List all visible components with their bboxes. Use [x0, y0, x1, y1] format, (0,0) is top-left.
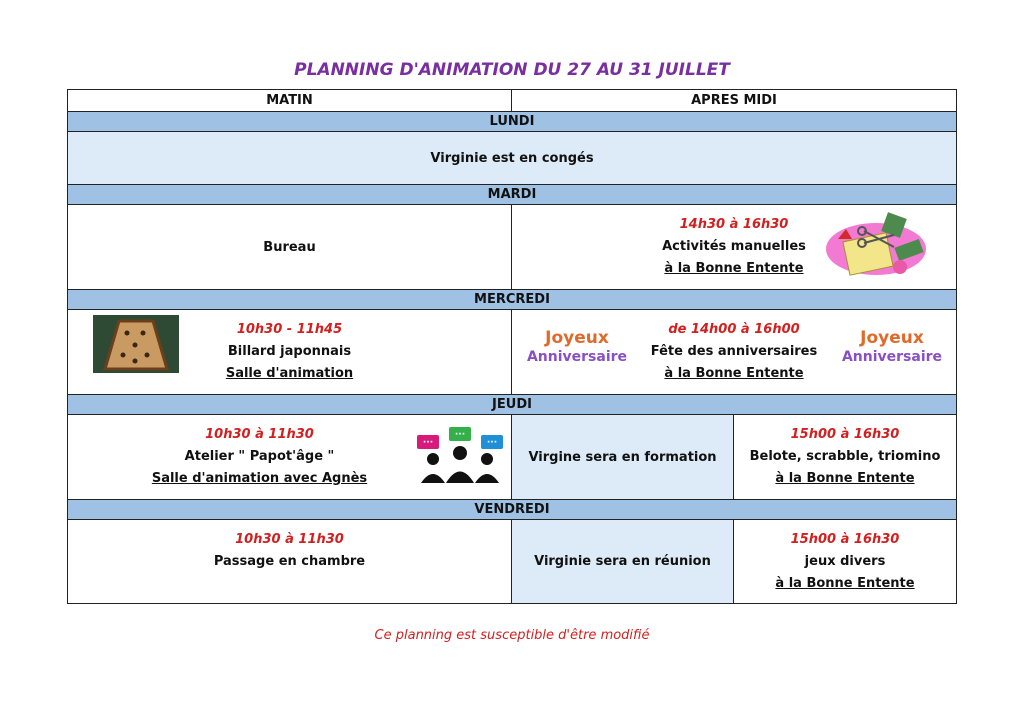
header-apres-midi: APRES MIDI	[511, 89, 957, 112]
crafts-scissors-icon	[826, 212, 926, 276]
jeudi-pm-note-cell: Virgine sera en formation	[511, 414, 734, 500]
footer-note: Ce planning est susceptible d'être modif…	[374, 628, 650, 643]
badge-left-line1: Joyeux	[545, 328, 609, 348]
vendredi-pm-time: 15h00 à 16h30	[790, 531, 900, 547]
badge-right-line1: Joyeux	[860, 328, 924, 348]
joyeux-anniversaire-image-left: Joyeux Anniversaire	[522, 320, 632, 384]
jeudi-pm-place: à la Bonne Entente	[775, 471, 915, 486]
mercredi-pm-time: de 14h00 à 16h00	[668, 322, 800, 337]
jeudi-matin-cell: 10h30 à 11h30 Atelier " Papot'âge " Sall…	[67, 414, 512, 500]
vendredi-row: 10h30 à 11h30 Passage en chambre Virgini…	[67, 519, 957, 604]
badge-left-line2: Anniversaire	[526, 349, 628, 365]
day-row-jeudi: JEUDI	[67, 394, 957, 415]
lundi-row: Virginie est en congés	[67, 131, 957, 185]
joyeux-anniversaire-image-right: Joyeux Anniversaire	[836, 320, 948, 384]
jeudi-pm-time: 15h00 à 16h30	[790, 427, 900, 442]
header-row: MATIN APRES MIDI	[67, 89, 957, 112]
billard-japonais-image	[93, 315, 179, 373]
lundi-cell: Virginie est en congés	[67, 131, 957, 185]
jeudi-row: 10h30 à 11h30 Atelier " Papot'âge " Sall…	[67, 414, 957, 500]
page-title: PLANNING D'ANIMATION DU 27 AU 31 JUILLET	[294, 60, 730, 80]
vendredi-matin-cell: 10h30 à 11h30 Passage en chambre	[67, 519, 512, 604]
mercredi-row: 10h30 - 11h45 Billard japonnais Salle d'…	[67, 309, 957, 395]
day-row-mardi: MARDI	[67, 184, 957, 205]
vendredi-pm-activity: jeux divers	[804, 553, 886, 569]
schedule-table: MATIN APRES MIDI LUNDI Virginie est en c…	[67, 89, 957, 604]
day-row-vendredi: VENDREDI	[67, 499, 957, 520]
svg-text:···: ···	[487, 438, 497, 448]
mercredi-am-place: Salle d'animation	[225, 366, 354, 381]
jeudi-pm-cell: 15h00 à 16h30 Belote, scrabble, triomino…	[733, 414, 957, 500]
jeudi-am-time: 10h30 à 11h30	[205, 427, 314, 442]
group-discussion-icon: ··· ··· ···	[417, 427, 503, 483]
mercredi-am-activity: Billard japonnais	[227, 344, 352, 359]
mardi-pm-time: 14h30 à 16h30	[679, 217, 789, 232]
header-matin: MATIN	[67, 89, 512, 112]
jeudi-am-place: Salle d'animation avec Agnès	[151, 471, 368, 486]
svg-text:···: ···	[423, 438, 433, 448]
day-label-mercredi: MERCREDI	[67, 289, 957, 310]
day-row-lundi: LUNDI	[67, 111, 957, 132]
mercredi-pm-cell: Joyeux Anniversaire de 14h00 à 16h00 Fêt…	[511, 309, 957, 395]
vendredi-am-time: 10h30 à 11h30	[235, 531, 344, 547]
vendredi-pm-cell: 15h00 à 16h30 jeux divers à la Bonne Ent…	[733, 519, 957, 604]
jeudi-pm-activity: Belote, scrabble, triomino	[749, 449, 941, 464]
badge-right-line2: Anniversaire	[841, 349, 943, 365]
svg-text:···: ···	[455, 430, 465, 440]
day-label-jeudi: JEUDI	[67, 394, 957, 415]
mardi-pm-cell: 14h30 à 16h30 Activités manuelles à la B…	[511, 204, 957, 290]
mercredi-pm-place: à la Bonne Entente	[664, 366, 804, 381]
jeudi-am-activity: Atelier " Papot'âge "	[184, 449, 335, 464]
vendredi-am-activity: Passage en chambre	[213, 553, 366, 569]
mardi-row: Bureau 14h30 à 16h30 Activités manuelles…	[67, 204, 957, 290]
vendredi-pm-place: à la Bonne Entente	[775, 575, 915, 591]
day-row-mercredi: MERCREDI	[67, 289, 957, 310]
day-label-vendredi: VENDREDI	[67, 499, 957, 520]
mardi-pm-place: à la Bonne Entente	[664, 261, 804, 276]
mercredi-am-time: 10h30 - 11h45	[236, 322, 343, 337]
day-label-lundi: LUNDI	[67, 111, 957, 132]
vendredi-pm-note-cell: Virginie sera en réunion	[511, 519, 734, 604]
mardi-matin-cell: Bureau	[67, 204, 512, 290]
day-label-mardi: MARDI	[67, 184, 957, 205]
mercredi-pm-activity: Fête des anniversaires	[650, 344, 818, 359]
mardi-pm-activity: Activités manuelles	[662, 239, 806, 254]
mercredi-matin-cell: 10h30 - 11h45 Billard japonnais Salle d'…	[67, 309, 512, 395]
